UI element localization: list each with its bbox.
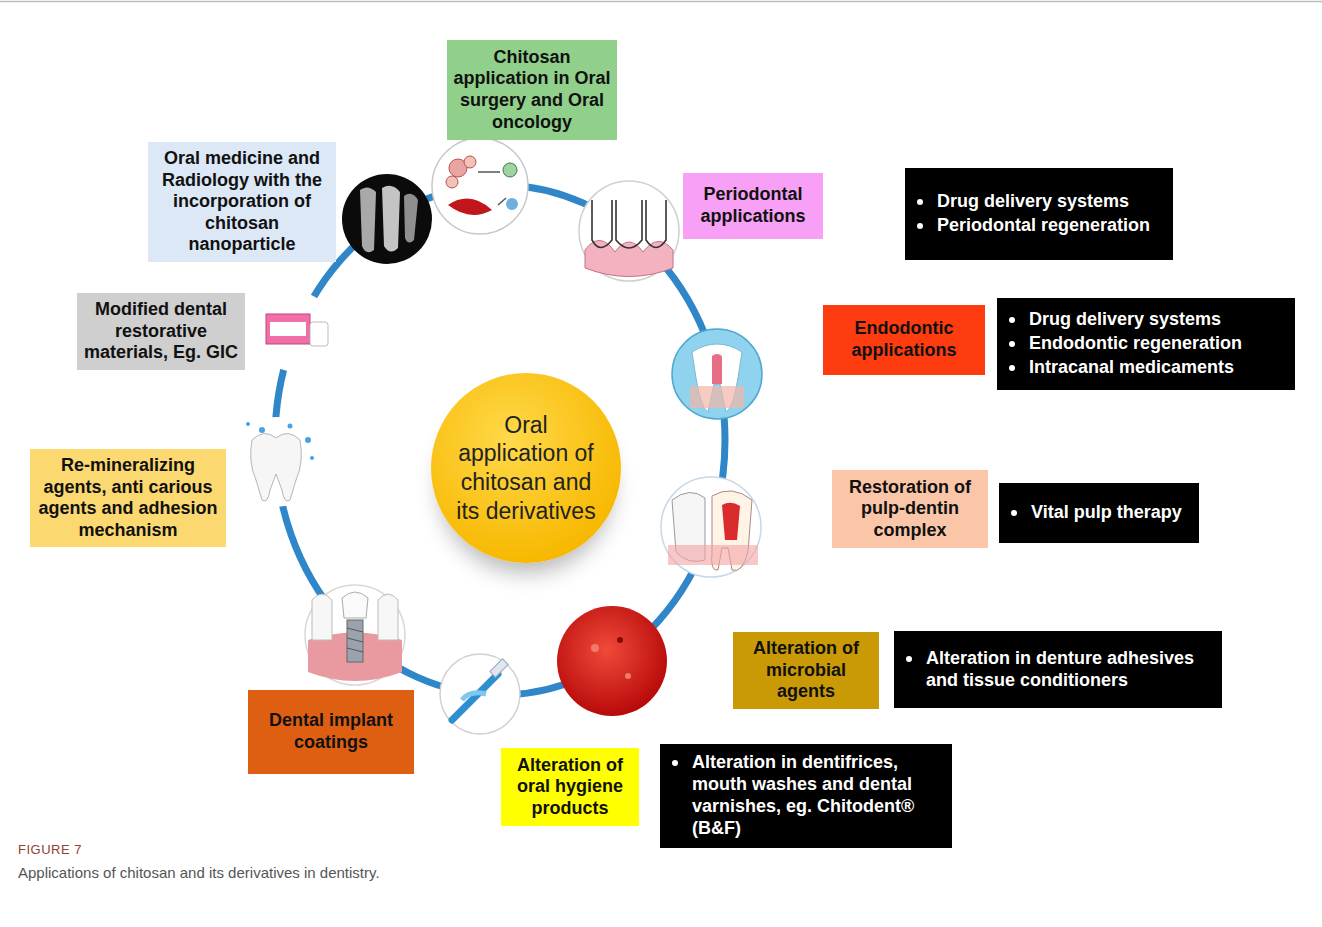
bullet-row: Periodontal regeneration: [917, 215, 1163, 237]
bullet-row: Vital pulp therapy: [1011, 502, 1189, 524]
bullet-row: Intracanal medicaments: [1009, 357, 1285, 379]
category-label: Alteration of oral hygiene products: [507, 755, 633, 820]
bullet-text: Alteration in denture adhesives and tiss…: [926, 648, 1212, 692]
bullet-row: Drug delivery systems: [1009, 309, 1285, 331]
center-circle: Oral application of chitosan and its der…: [431, 373, 621, 563]
bullet-text: Drug delivery systems: [937, 191, 1129, 213]
figure-caption: Applications of chitosan and its derivat…: [18, 864, 380, 881]
detail-box: Alteration in denture adhesives and tiss…: [894, 631, 1222, 708]
category-label: Modified dental restorative materials, E…: [83, 299, 239, 364]
category-label: Oral medicine and Radiology with the inc…: [154, 148, 330, 256]
detail-box: Drug delivery systemsPeriodontal regener…: [905, 168, 1173, 260]
category-box: Oral medicine and Radiology with the inc…: [148, 142, 336, 262]
bullet-text: Periodontal regeneration: [937, 215, 1150, 237]
category-box: Dental implant coatings: [248, 690, 414, 774]
bullet-dot: [1009, 341, 1015, 347]
pulp-dentin-picture: [661, 477, 761, 577]
category-box: Chitosan application in Oral surgery and…: [447, 40, 617, 140]
ring: [275, 185, 725, 695]
tooth-picture: [231, 417, 321, 507]
category-box: Alteration of oral hygiene products: [501, 748, 639, 826]
oncology-picture: [432, 138, 528, 234]
bullet-text: Endodontic regeneration: [1029, 333, 1242, 355]
category-label: Chitosan application in Oral surgery and…: [453, 47, 611, 133]
category-label: Re-mineralizing agents, anti carious age…: [36, 455, 220, 541]
detail-box: Drug delivery systemsEndodontic regenera…: [997, 298, 1295, 390]
bullet-dot: [906, 656, 912, 662]
category-label: Endodontic applications: [829, 318, 979, 361]
bullet-dot: [672, 760, 678, 766]
detail-box: Vital pulp therapy: [999, 483, 1199, 543]
microbial-picture: [557, 606, 667, 716]
bullet-text: Intracanal medicaments: [1029, 357, 1234, 379]
category-label: Alteration of microbial agents: [739, 638, 873, 703]
bullet-row: Alteration in denture adhesives and tiss…: [906, 648, 1212, 692]
category-box: Alteration of microbial agents: [733, 632, 879, 709]
bullet-text: Alteration in dentifrices, mouth washes …: [692, 752, 942, 840]
category-box: Endodontic applications: [823, 305, 985, 375]
detail-box: Alteration in dentifrices, mouth washes …: [660, 744, 952, 848]
frame-line: [0, 1, 1322, 3]
category-box: Re-mineralizing agents, anti carious age…: [30, 449, 226, 547]
category-box: Modified dental restorative materials, E…: [77, 293, 245, 370]
endodontic-picture: [672, 329, 762, 419]
category-box: Periodontal applications: [683, 173, 823, 239]
category-label: Restoration of pulp-dentin complex: [838, 477, 982, 542]
bullet-row: Endodontic regeneration: [1009, 333, 1285, 355]
implant-picture: [305, 585, 405, 685]
bullet-text: Vital pulp therapy: [1031, 502, 1182, 524]
center-title: Oral application of chitosan and its der…: [449, 411, 603, 526]
center-text-wrap: Oral application of chitosan and its der…: [449, 411, 603, 526]
category-label: Periodontal applications: [689, 184, 817, 227]
bullet-dot: [1011, 510, 1017, 516]
figure-number: FIGURE 7: [18, 842, 82, 857]
product-picture: [256, 292, 336, 372]
bullet-row: Drug delivery systems: [917, 191, 1163, 213]
radiograph-picture: [342, 174, 432, 264]
toothbrush-picture: [440, 654, 520, 734]
category-label: Dental implant coatings: [254, 710, 408, 753]
bullet-dot: [1009, 317, 1015, 323]
bullet-row: Alteration in dentifrices, mouth washes …: [672, 752, 942, 840]
bullet-text: Drug delivery systems: [1029, 309, 1221, 331]
bullet-dot: [1009, 365, 1015, 371]
category-box: Restoration of pulp-dentin complex: [832, 470, 988, 548]
bullet-dot: [917, 199, 923, 205]
bullet-dot: [917, 223, 923, 229]
periodontal-picture: [579, 181, 679, 281]
